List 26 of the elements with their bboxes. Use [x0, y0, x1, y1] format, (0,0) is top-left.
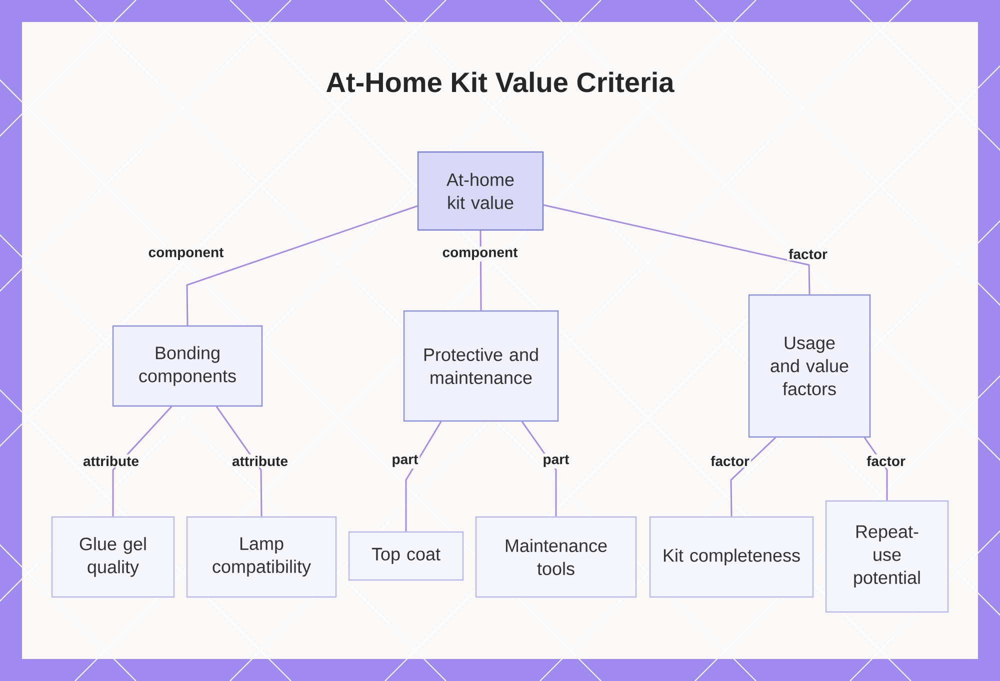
concept-box: Top coat [348, 531, 464, 581]
concept-box: At-home kit value [417, 151, 544, 231]
connector-line [112, 406, 172, 516]
edge-label: component [440, 246, 520, 262]
edge-label: part [390, 453, 420, 469]
connector-line [216, 406, 262, 516]
connector-line [543, 204, 810, 294]
concept-box: Maintenance tools [475, 516, 637, 598]
edge-label: factor [709, 454, 751, 468]
title: At-Home Kit Value Criteria [326, 72, 674, 92]
concept-box: Bonding components [112, 325, 263, 407]
concept-box: Kit completeness [649, 516, 814, 598]
connector-line [405, 421, 442, 532]
concept-box: Lamp compatibility [186, 516, 337, 598]
connector-line [186, 205, 418, 326]
concept-box: Protective and maintenance [403, 310, 559, 422]
edge-label: factor [865, 454, 907, 468]
edge-label: part [541, 453, 571, 469]
connector-line [730, 437, 776, 516]
edge-label: attribute [82, 454, 140, 468]
edge-label: factor [787, 247, 829, 261]
concept-box: Glue gel quality [51, 516, 175, 598]
concept-box: Repeat-use potential [825, 500, 949, 613]
edge-label: attribute [230, 454, 290, 468]
concept-box: Usage and value factors [748, 294, 871, 438]
edge-label: component [146, 246, 226, 262]
